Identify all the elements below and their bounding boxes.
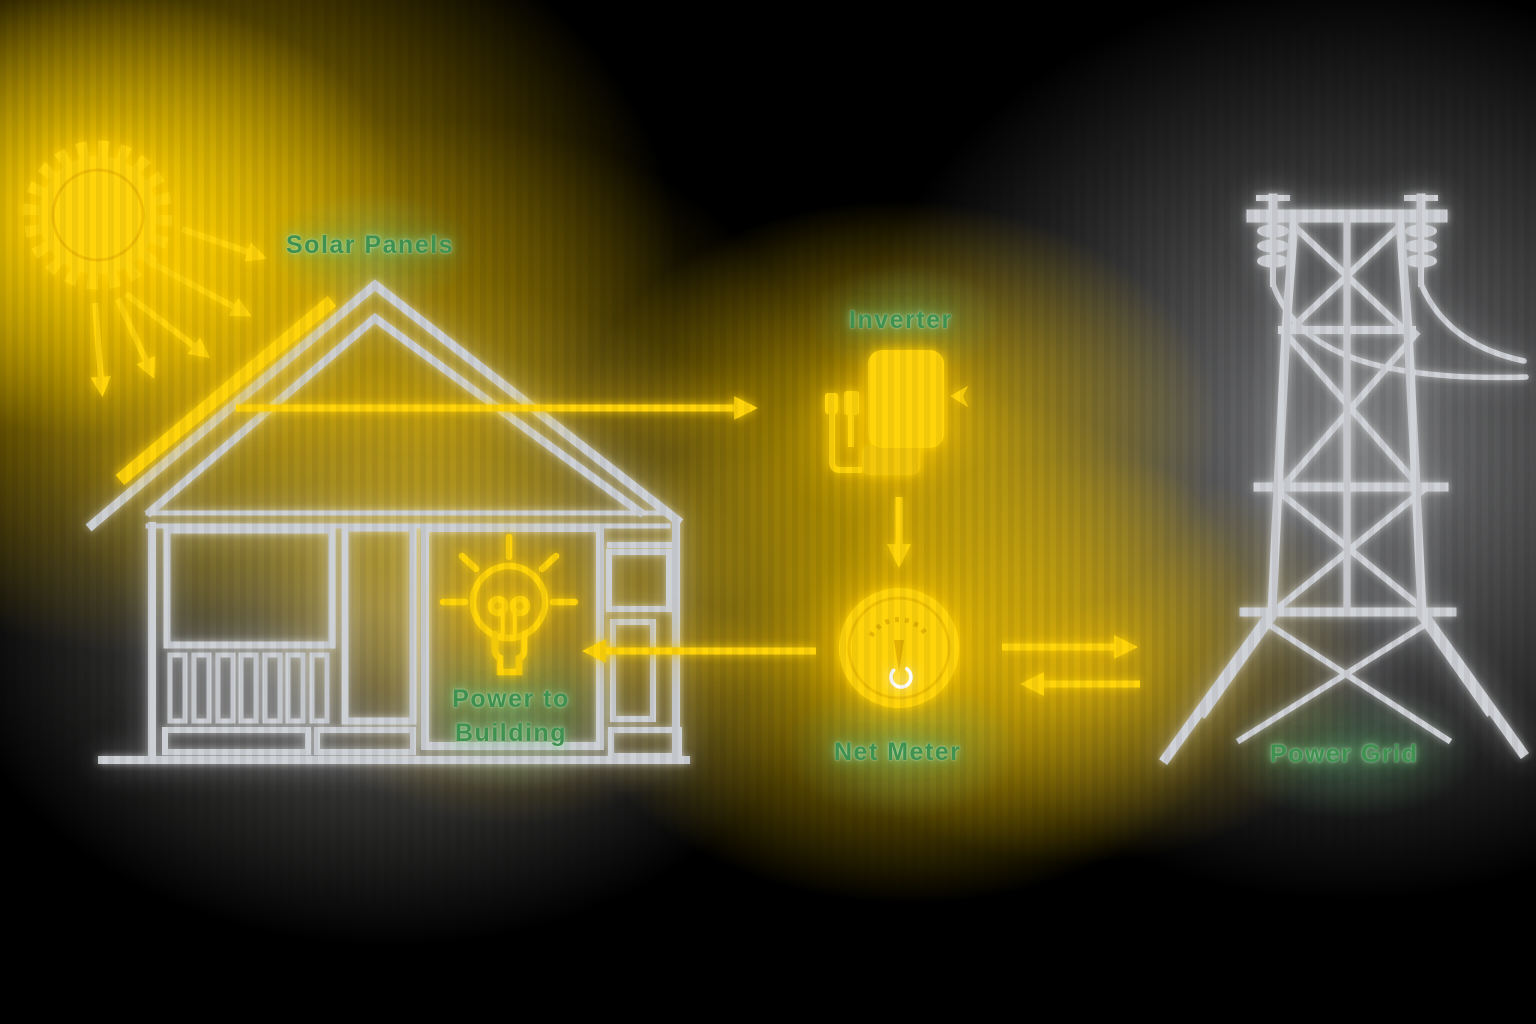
house-icon [85,279,690,764]
roof-outline [85,279,684,532]
meter-gauge-icon [839,588,959,708]
label-solar-panels: Solar Panels [286,231,455,259]
label-power-to-building: Power to Building [426,682,596,750]
porch-railing [167,652,330,724]
arrow-sunray-4 [115,297,155,379]
label-power-grid: Power Grid [1270,740,1419,768]
arrow-sunray-2 [148,259,252,317]
transmission-tower-icon [1159,193,1529,765]
label-inverter: Inverter [849,306,953,334]
label-power-to-building-line1: Power to [452,685,570,713]
light-bulb-icon [439,533,579,676]
sun-icon [23,140,173,290]
power-line-wire [1418,281,1527,364]
label-net-meter: Net Meter [834,738,962,766]
bulb-rays [439,533,579,606]
house-window [163,526,336,649]
annex-window [606,549,672,612]
inverter-icon [825,350,968,475]
sun-ray-arrows [90,226,267,398]
arrow-sunray-5 [90,302,111,398]
small-left-arrow-icon [950,386,968,407]
meter-power-ring-icon [889,665,913,689]
label-power-to-building-line2: Building [455,719,567,747]
doorway [421,524,604,750]
solar-panel-icon [115,296,337,485]
arrow-sunray-3 [124,291,211,359]
arrow-sunray-1 [181,226,267,262]
